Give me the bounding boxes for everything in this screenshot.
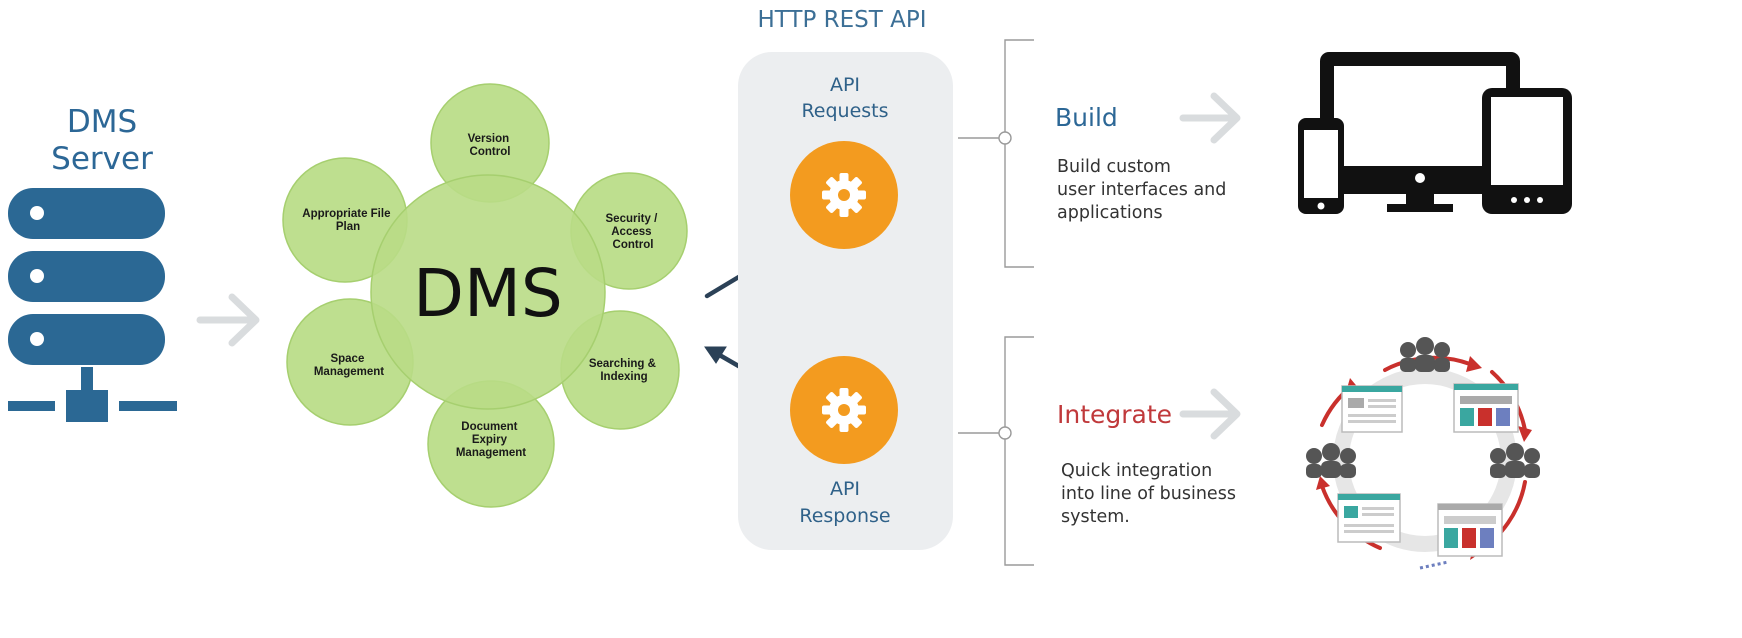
- dms-center-circle: [370, 174, 606, 410]
- build-bracket: [958, 39, 1034, 268]
- petal-label-version-control: Version Control: [468, 133, 513, 158]
- api-requests-line2: Requests: [801, 100, 888, 122]
- gear-icon: [790, 141, 898, 249]
- api-requests-line1: API: [830, 74, 860, 96]
- petal-label-space-management: Space Management: [314, 353, 384, 378]
- server-rack-icon: [8, 188, 177, 422]
- arrow-right-icon: [1179, 92, 1241, 144]
- integrate-bracket: [958, 336, 1034, 566]
- api-response-line1: API: [830, 478, 860, 500]
- api-panel: HTTP REST API API Requests API Response: [738, 7, 953, 550]
- petal-label-searching: Searching & Indexing: [589, 358, 659, 383]
- api-panel-bg: [738, 52, 953, 550]
- arrow-right-icon: [1179, 388, 1241, 440]
- server-section: DMS Server: [8, 104, 177, 422]
- integrate-heading: Integrate: [1057, 400, 1172, 429]
- integration-cycle-icon: [1306, 337, 1540, 570]
- petal-label-file-plan: Appropriate File Plan: [302, 208, 393, 233]
- server-label-line2: Server: [51, 141, 153, 177]
- petal-label-document-expiry: Document Expiry Management: [456, 421, 526, 459]
- api-response-line2: Response: [799, 505, 890, 527]
- petal-label-security: Security / Access Control: [606, 213, 661, 251]
- api-title: HTTP REST API: [757, 7, 926, 33]
- server-label-line1: DMS: [67, 104, 137, 140]
- dms-center-label: DMS: [413, 255, 563, 332]
- integrate-description: Quick integration into line of business …: [1061, 461, 1242, 527]
- dms-hub: DMS Version Control Security / Access Co…: [282, 83, 688, 508]
- devices-icon: [1298, 52, 1572, 214]
- build-heading: Build: [1055, 103, 1118, 132]
- build-description: Build custom user interfaces and applica…: [1057, 157, 1232, 223]
- gear-icon: [790, 356, 898, 464]
- arrow-right-icon: [196, 293, 260, 347]
